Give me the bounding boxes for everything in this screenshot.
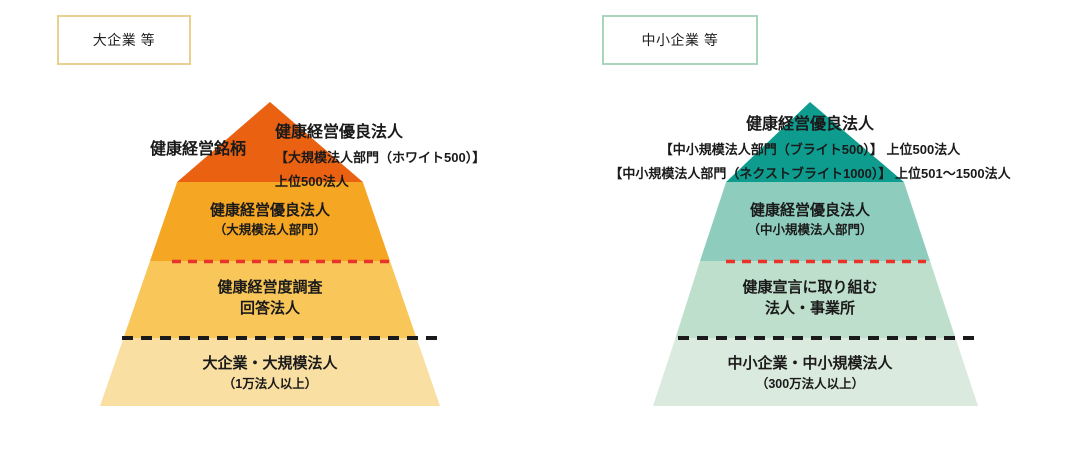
category-box-large-enterprise: 大企業 等 (57, 15, 191, 65)
left-apex-line-2: 【大規模法人部門（ホワイト500）】 (275, 150, 486, 165)
left-callout-kenko-keiei-meigara: 健康経営銘柄 (150, 141, 247, 158)
left-tier-2-title: 健康経営優良法人 (209, 202, 331, 219)
right-apex-text-block: 健康経営優良法人 【中小規模法人部門（ブライト500）】 上位500法人 【中小… (609, 110, 1010, 182)
right-apex-line-1: 健康経営優良法人 (745, 116, 875, 133)
right-tier-4-subtitle: （300万法人以上） (755, 377, 865, 391)
category-label-sme: 中小企業 等 (641, 32, 719, 48)
right-pyramid-tier-2 (700, 182, 930, 261)
right-tier-3-title: 健康宣言に取り組む (742, 279, 878, 296)
left-apex-line-1: 健康経営優良法人 (275, 124, 404, 141)
category-label-large-enterprise: 大企業 等 (92, 32, 156, 48)
left-apex-line-3: 上位500法人 (275, 174, 349, 189)
right-tier-4-title: 中小企業・中小規模法人 (727, 355, 893, 372)
right-apex-line-3: 【中小規模法人部門（ネクストブライト1000）】 上位501〜1500法人 (609, 166, 1011, 181)
right-tier-2-subtitle: （中小規模法人部門） (747, 223, 873, 237)
left-tier-3-subtitle: 回答法人 (239, 300, 301, 317)
left-tier-3-title: 健康経営度調査 (217, 279, 323, 296)
right-tier-3-subtitle: 法人・事業所 (764, 300, 856, 317)
left-apex-text-block: 健康経営優良法人 【大規模法人部門（ホワイト500）】 上位500法人 (275, 118, 485, 190)
left-tier-4-title: 大企業・大規模法人 (202, 355, 338, 372)
right-apex-line-2: 【中小規模法人部門（ブライト500）】 上位500法人 (659, 142, 961, 157)
category-box-sme: 中小企業 等 (602, 15, 758, 65)
left-tier-2-subtitle: （大規模法人部門） (213, 223, 327, 237)
left-pyramid-tier-2 (150, 182, 390, 261)
left-tier-4-subtitle: （1万法人以上） (222, 377, 318, 391)
right-tier-2-title: 健康経営優良法人 (749, 202, 871, 219)
